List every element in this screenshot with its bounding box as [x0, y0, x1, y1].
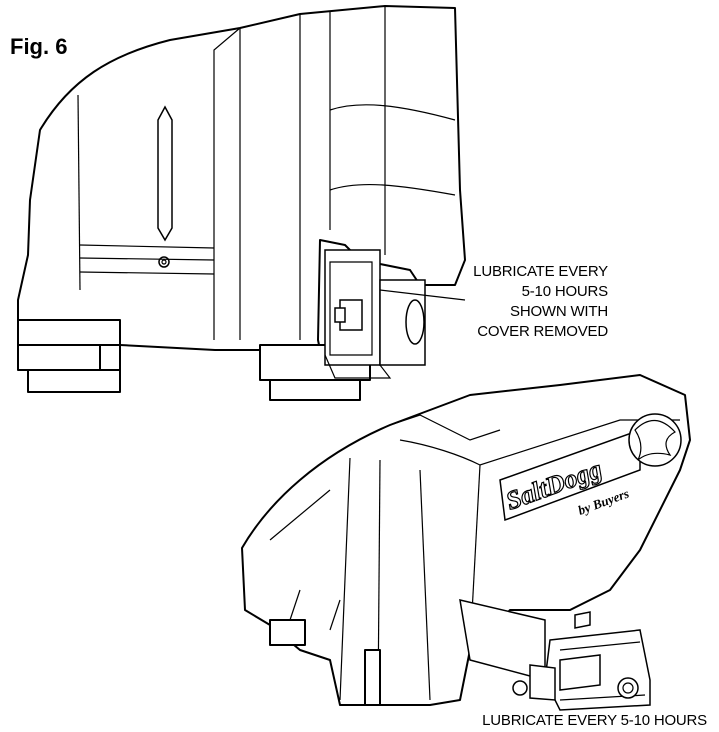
callout-bottom: LUBRICATE EVERY 5-10 HOURS	[482, 711, 707, 731]
grease-fitting-icon	[617, 677, 639, 699]
bottom-view-hopper: SaltDogg by Buyers	[241, 374, 691, 711]
callout-bottom-text: LUBRICATE EVERY 5-10 HOURS	[482, 712, 707, 729]
callout-top: LUBRICATE EVERY 5-10 HOURS SHOWN WITH CO…	[473, 262, 608, 342]
leader-line-top	[379, 289, 466, 301]
callout-top-line-3: SHOWN WITH	[510, 303, 608, 320]
bolt-icon	[158, 256, 170, 268]
callout-top-line-1: LUBRICATE EVERY	[473, 263, 608, 280]
callout-top-line-2: 5-10 HOURS	[521, 283, 609, 300]
sight-window	[157, 105, 173, 242]
figure-label: Fig. 6	[10, 34, 68, 59]
callout-top-line-4: COVER REMOVED	[477, 323, 608, 340]
hopper-body-top	[17, 5, 466, 351]
top-view-hopper	[17, 5, 466, 401]
